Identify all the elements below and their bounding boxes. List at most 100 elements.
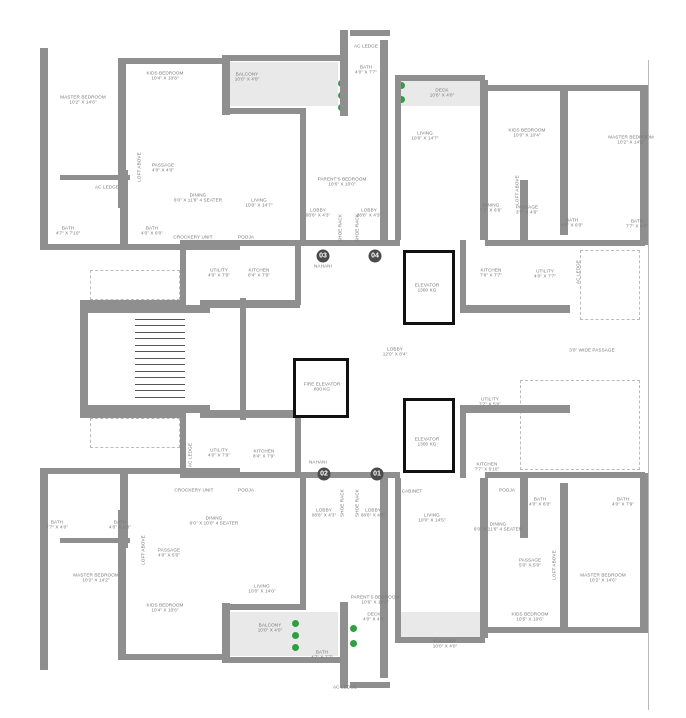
- stair-tread: [135, 383, 185, 385]
- room-name: UTILITY: [536, 268, 554, 274]
- unit-number-badge: 04: [368, 249, 382, 263]
- room-label-ac-ledge: AC LEDGE: [187, 443, 192, 467]
- room-dimensions: 10'2" X 14'6": [589, 578, 617, 583]
- room-label-crockery-unit: CROCKERY UNIT: [174, 487, 213, 492]
- wall: [300, 478, 306, 610]
- room-name: UTILITY: [210, 447, 228, 453]
- wall: [485, 472, 645, 478]
- room-dimensions: 3'7" X 4'6": [516, 210, 538, 215]
- shaft-area: [90, 418, 180, 448]
- wall: [560, 85, 568, 235]
- room-name: NAHANI: [314, 263, 332, 269]
- wall: [460, 305, 570, 313]
- wall: [240, 298, 246, 418]
- room-dimensions: 10'2" X 14'2": [82, 578, 110, 583]
- room-name: DECK: [435, 87, 449, 93]
- room-dimensions: 7'7" X 4'0": [46, 525, 68, 530]
- room-label-nahani: NAHANI: [309, 459, 327, 464]
- balcony-floor: [398, 80, 480, 106]
- room-name: LIVING: [417, 130, 433, 136]
- wall: [222, 657, 342, 663]
- room-name: BATH: [565, 217, 579, 223]
- room-name: SHOE RACK: [337, 214, 343, 242]
- room-dimensions: 4'0" X 7'7": [355, 70, 377, 75]
- room-dimensions: 10'5" X 10'6": [516, 617, 544, 622]
- room-dimensions: 10'0" X 14'5": [418, 518, 446, 523]
- room-name: LOBBY: [365, 507, 381, 513]
- room-dimensions: 08'6" X 4'3": [311, 513, 337, 518]
- wall: [395, 75, 485, 81]
- wall: [60, 538, 130, 543]
- room-name: BATH: [533, 496, 547, 502]
- room-name: FIRE ELEVATOR: [303, 381, 341, 387]
- wall: [180, 240, 186, 305]
- room-label-shoe-rack: SHOE RACK: [339, 489, 344, 517]
- room-dimensions: 7'7" X 4'0": [626, 224, 648, 229]
- stair-tread: [135, 338, 185, 339]
- wall: [180, 240, 300, 246]
- stair-tread: [135, 377, 185, 378]
- wall: [80, 303, 88, 413]
- room-name: BATH: [113, 519, 127, 525]
- stair-tread: [135, 351, 185, 352]
- room-name: POOJA: [237, 234, 255, 240]
- wall: [180, 413, 186, 478]
- stair-tread: [135, 357, 185, 359]
- stair-tread: [135, 370, 185, 372]
- wall: [80, 410, 180, 418]
- room-name: LOFT ABOVE: [551, 550, 557, 580]
- room-dimensions: 7'7" X 6'10": [474, 467, 500, 472]
- room-name: ELEVATOR: [414, 282, 440, 288]
- wall: [395, 637, 485, 643]
- room-name: BALCONY: [433, 638, 457, 644]
- room-dimensions: 1300 KG: [417, 288, 437, 293]
- room-dimensions: 4'0" X 6'0": [529, 502, 551, 507]
- elevator-shaft: [403, 398, 455, 473]
- wall: [480, 80, 488, 240]
- plant-icon: [398, 82, 405, 89]
- stair-tread: [135, 364, 185, 365]
- room-name: MASTER BEDROOM: [608, 134, 654, 140]
- wall: [560, 483, 568, 633]
- room-dimensions: 08'6" X 4'3": [356, 213, 382, 218]
- room-name: KITCHEN: [480, 267, 502, 273]
- room-name: POOJA: [498, 487, 516, 493]
- room-name: LIVING: [424, 512, 440, 518]
- room-name: LOBBY: [387, 346, 403, 352]
- room-dimensions: 4'7" X 7'10": [55, 231, 81, 236]
- wall: [80, 405, 210, 413]
- room-dimensions: 4'0" X 6'0": [141, 231, 163, 236]
- wall: [300, 108, 306, 240]
- wall: [300, 240, 400, 246]
- room-dimensions: 10'0" X 14'7": [245, 203, 273, 208]
- room-dimensions: 4'0" X 4'0": [152, 168, 174, 173]
- room-dimensions: 4'0" X 7'7": [534, 274, 556, 279]
- room-dimensions: 7'6" X 7'7": [480, 273, 502, 278]
- room-name: UTILITY: [481, 396, 499, 402]
- room-name: LOBBY: [316, 507, 332, 513]
- room-name: KIDS BEDROOM: [146, 70, 184, 76]
- room-name: LOFT ABOVE: [136, 152, 142, 182]
- room-name: KIDS BEDROOM: [511, 611, 549, 617]
- room-dimensions: 6'0" X 11'6" 4 SEATER: [173, 198, 223, 203]
